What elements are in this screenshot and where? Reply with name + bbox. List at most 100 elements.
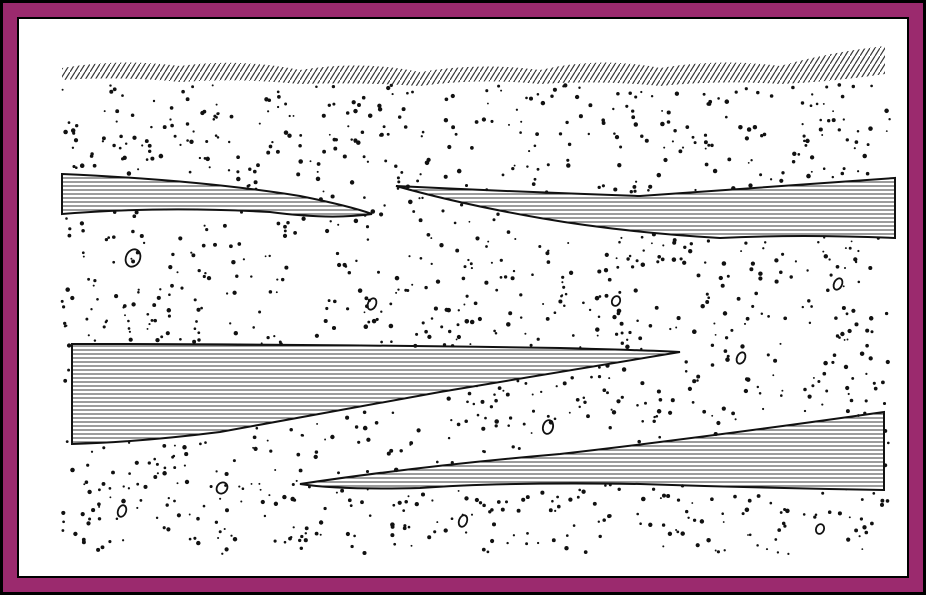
sand-dot: [615, 333, 618, 336]
sand-dot: [284, 103, 287, 106]
sand-dot: [685, 370, 688, 373]
sand-dot: [685, 125, 689, 129]
sand-dot: [886, 499, 890, 503]
sand-dot: [204, 225, 206, 227]
sand-dot: [137, 291, 140, 294]
sand-dot: [735, 418, 737, 420]
sand-dot: [85, 318, 88, 321]
sand-dot: [105, 321, 108, 324]
sand-dot: [740, 344, 744, 348]
sand-dot: [470, 146, 474, 150]
sand-dot: [170, 124, 174, 128]
sand-dot: [457, 323, 460, 326]
sand-dot: [762, 408, 764, 410]
sand-dot: [680, 531, 684, 535]
sand-dot: [561, 276, 564, 279]
sand-dot: [155, 338, 159, 342]
sand-dot: [230, 115, 234, 119]
sand-dot: [174, 445, 176, 447]
sand-dot: [279, 341, 282, 344]
sand-dot: [697, 273, 701, 277]
sand-dot: [837, 83, 841, 87]
sand-dot: [273, 335, 275, 337]
sand-dot: [833, 353, 837, 357]
sand-dot: [178, 236, 182, 240]
sand-dot: [444, 528, 448, 532]
sand-dot: [350, 180, 354, 184]
sand-dot: [363, 196, 366, 199]
sand-dot: [425, 161, 430, 166]
sand-dot: [575, 95, 579, 99]
sand-dot: [186, 97, 190, 101]
sand-dot: [315, 334, 319, 338]
sand-dot: [553, 88, 557, 92]
sand-dot: [398, 501, 402, 505]
sand-dot: [692, 401, 695, 404]
sand-dot: [617, 163, 621, 167]
sand-dot: [749, 533, 752, 536]
sand-dot: [487, 103, 489, 105]
sand-dot: [481, 427, 485, 431]
sand-dot: [224, 528, 226, 530]
sand-dot: [258, 483, 260, 485]
sand-dot: [292, 483, 295, 486]
sand-dot: [367, 238, 369, 240]
sand-dot: [727, 355, 730, 358]
sand-dot: [397, 176, 400, 179]
sand-dot: [822, 251, 824, 253]
sand-dot: [637, 440, 641, 444]
sand-dot: [865, 329, 869, 333]
sand-dot: [836, 265, 840, 269]
sand-dot: [634, 95, 637, 98]
sand-dot: [745, 87, 748, 90]
sand-dot: [872, 492, 875, 495]
sand-dot: [421, 492, 425, 496]
sand-dot: [304, 538, 308, 542]
sand-dot: [756, 91, 759, 94]
sand-dot: [233, 459, 236, 462]
sand-dot: [810, 155, 814, 159]
sand-dot: [223, 224, 227, 228]
sand-dot: [704, 261, 706, 263]
sand-dot: [696, 379, 699, 382]
sand-dot: [366, 225, 369, 228]
sand-dot: [357, 103, 361, 107]
sand-dot: [636, 319, 639, 322]
sand-dot: [606, 391, 609, 394]
sand-dot: [197, 338, 200, 341]
sand-dot: [885, 312, 888, 315]
sand-dot: [641, 420, 644, 423]
sand-dot: [189, 538, 192, 541]
sand-dot: [317, 162, 321, 166]
sand-dot: [350, 504, 353, 507]
sand-dot: [710, 144, 713, 147]
sand-dot: [247, 185, 250, 188]
sand-dot: [196, 517, 200, 521]
sand-dot: [526, 495, 530, 499]
sand-dot: [566, 534, 569, 537]
sand-dot: [635, 181, 637, 183]
sand-dot: [501, 508, 505, 512]
sand-dot: [843, 285, 845, 287]
sand-dot: [287, 134, 291, 138]
sand-dot: [532, 393, 534, 395]
sand-dot: [710, 497, 714, 501]
sand-dot: [502, 390, 504, 392]
sand-dot: [61, 511, 65, 515]
sand-dot: [648, 523, 652, 527]
sand-dot: [568, 497, 572, 501]
sand-dot: [504, 275, 507, 278]
sand-dot: [823, 361, 828, 366]
sand-dot: [301, 434, 304, 437]
sand-dot: [233, 537, 237, 541]
sand-dot: [557, 505, 561, 509]
sand-dot: [191, 85, 194, 88]
sand-dot: [566, 159, 569, 162]
sand-dot: [656, 260, 659, 263]
sand-dot: [777, 551, 779, 553]
sand-dot: [687, 517, 689, 519]
sand-dot: [583, 401, 586, 404]
sand-dot: [576, 398, 580, 402]
sand-dot: [168, 497, 170, 499]
sand-dot: [156, 463, 159, 466]
